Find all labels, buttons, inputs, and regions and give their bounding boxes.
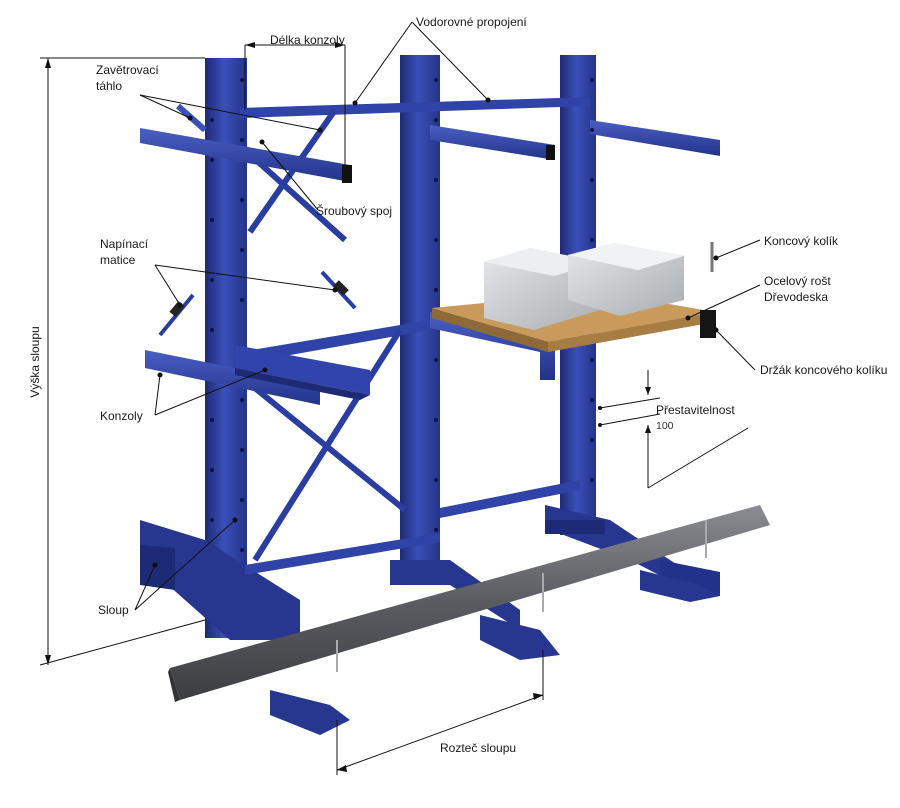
label-zavetrovaci-line1: Zavětrovací <box>96 63 159 77</box>
label-napinaci-line1: Napínací <box>100 237 149 251</box>
leader-lines <box>39 21 761 775</box>
label-vyska-sloupu: Výška sloupu <box>28 326 42 398</box>
label-drevodeska: Dřevodeska <box>764 290 829 304</box>
label-koncovy-kolik: Koncový kolík <box>764 234 839 248</box>
label-ocelovy-rost: Ocelový rošt <box>764 274 831 288</box>
label-drzak-koncoveho-koliku: Držák koncového kolíku <box>760 363 888 377</box>
label-prestavitelnost: Přestavitelnost <box>656 403 735 417</box>
tension-nut-right <box>320 270 357 310</box>
stored-pipes <box>168 505 770 702</box>
label-sloup: Sloup <box>98 603 129 617</box>
pipe-end-pins <box>336 520 707 672</box>
tension-nut-left <box>158 293 195 337</box>
middle-upper-arm <box>430 125 555 160</box>
label-zavetrovaci-line2: táhlo <box>96 79 123 93</box>
horizontal-bracing <box>240 97 590 575</box>
label-napinaci-line2: matice <box>100 253 136 267</box>
left-lower-arms <box>145 345 370 405</box>
label-prestavitelnost-value: 100 <box>656 420 674 432</box>
leader-dots <box>152 97 719 568</box>
label-vodorovne-propojeni: Vodorovné propojení <box>416 15 527 29</box>
column-holes <box>210 78 594 552</box>
left-upper-arm <box>140 128 352 183</box>
dimension-arrows <box>45 42 651 772</box>
label-delka-konzoly: Délka konzoly <box>270 33 345 47</box>
base-plates <box>270 570 720 735</box>
label-roztec-sloupu: Rozteč sloupu <box>440 741 517 755</box>
middle-lower-arm <box>430 312 555 380</box>
right-upper-arm <box>590 120 720 156</box>
label-sroubovy-spoj: Šroubový spoj <box>316 204 393 218</box>
label-konzoly: Konzoly <box>100 409 143 423</box>
stacked-packages <box>484 243 684 330</box>
